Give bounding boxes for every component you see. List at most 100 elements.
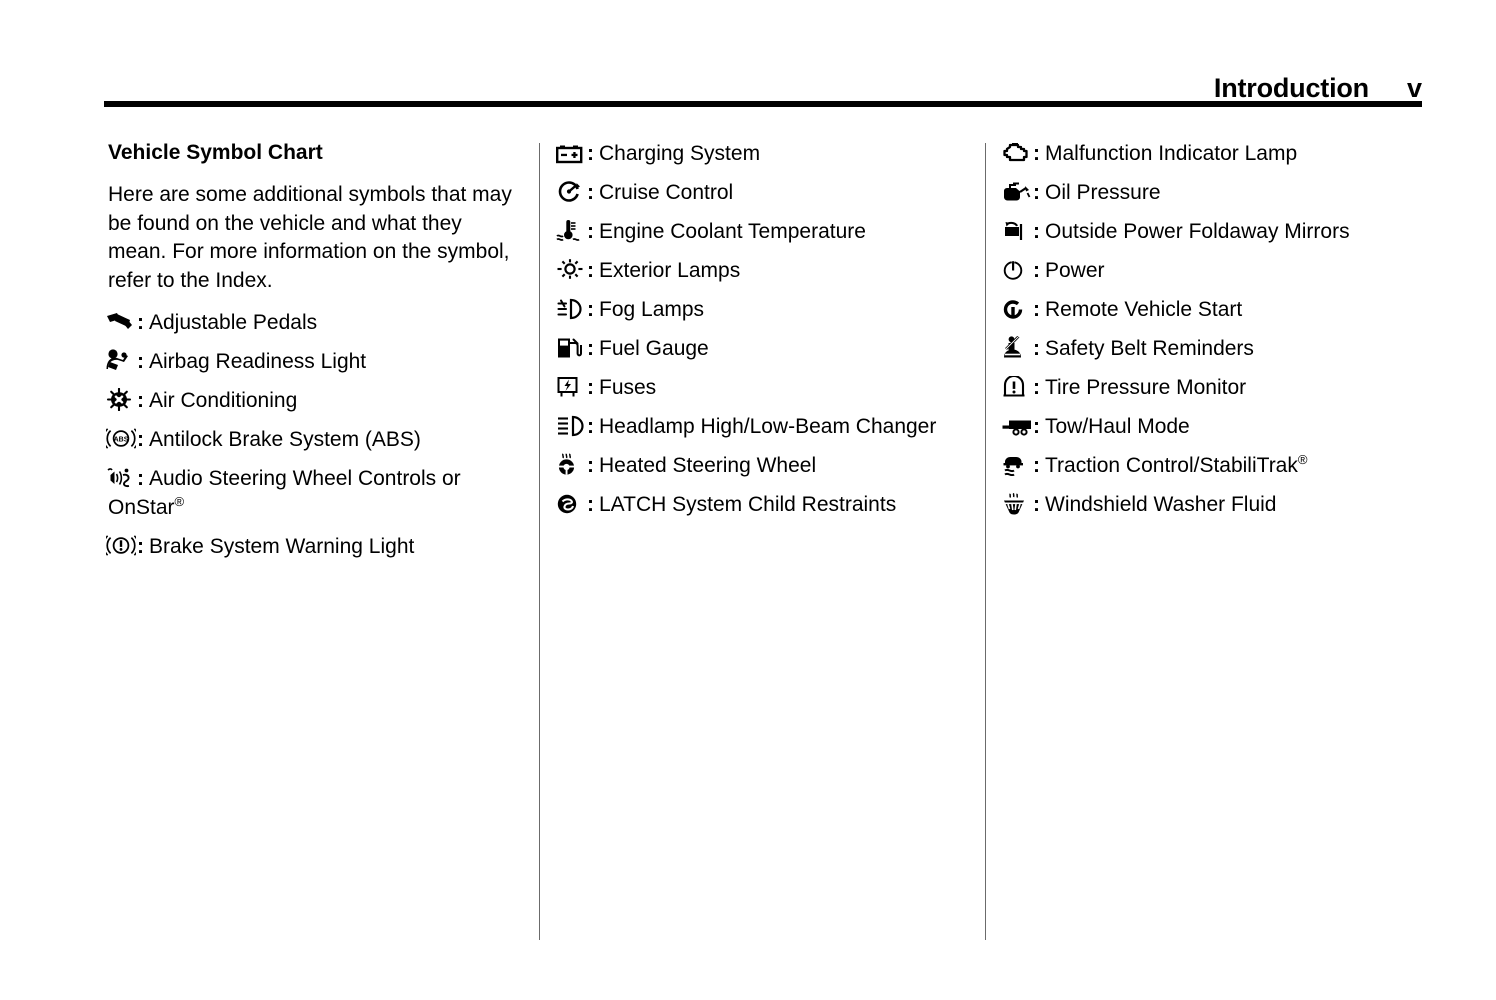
- entry-separator: :: [1033, 337, 1040, 360]
- symbol-entry: :Outside Power Foldaway Mirrors: [1004, 218, 1416, 247]
- symbol-label: Outside Power Foldaway Mirrors: [1045, 220, 1350, 243]
- symbol-label: Fuel Gauge: [599, 337, 709, 360]
- symbol-label: Brake System Warning Light: [149, 534, 415, 558]
- brake-system-warning-icon: [106, 533, 136, 556]
- entry-separator: :: [1033, 493, 1040, 516]
- engine-coolant-temperature-icon: [556, 218, 586, 241]
- symbol-label: Power: [1045, 259, 1105, 282]
- symbol-label: Air Conditioning: [149, 389, 298, 413]
- entry-separator: :: [587, 220, 594, 243]
- entry-separator: :: [1033, 142, 1040, 165]
- registered-mark: ®: [174, 493, 185, 509]
- symbol-entry: :Charging System: [556, 140, 968, 169]
- symbol-entry: ABS :Antilock Brake System (ABS): [106, 426, 520, 455]
- svg-text:ABS: ABS: [114, 437, 129, 444]
- entry-separator: :: [1033, 181, 1040, 204]
- entry-separator: :: [587, 376, 594, 399]
- symbol-label: Oil Pressure: [1045, 181, 1161, 204]
- entry-separator: :: [1033, 454, 1040, 477]
- symbol-label: Charging System: [599, 142, 761, 165]
- windshield-washer-fluid-icon: [1002, 491, 1032, 515]
- latch-child-restraints-icon: [556, 491, 586, 514]
- symbol-label: Tow/Haul Mode: [1045, 415, 1190, 438]
- symbol-label: Adjustable Pedals: [149, 311, 318, 335]
- symbol-label: Remote Vehicle Start: [1045, 298, 1243, 321]
- entry-separator: :: [137, 428, 144, 452]
- entry-separator: :: [1033, 220, 1040, 243]
- symbol-entry: :Brake System Warning Light: [106, 533, 520, 562]
- symbol-list-middle: :Charging System :Cruise Control: [556, 140, 968, 520]
- section-heading: Vehicle Symbol Chart: [108, 141, 323, 164]
- entry-separator: :: [137, 389, 144, 413]
- symbol-entry: :Traction Control/StabiliTrak®: [1002, 452, 1416, 481]
- entry-separator: :: [587, 259, 594, 282]
- column-divider-right: [985, 143, 986, 940]
- symbol-label: Fog Lamps: [599, 298, 705, 321]
- traction-control-icon: [1002, 452, 1032, 476]
- symbol-entry: :Headlamp High/Low-Beam Changer: [558, 413, 968, 442]
- symbol-entry: :Adjustable Pedals: [106, 309, 520, 338]
- section-intro: Here are some additional symbols that ma…: [108, 183, 512, 292]
- symbol-label: Fuses: [599, 376, 657, 399]
- entry-separator: :: [587, 298, 594, 321]
- column-divider-left: [539, 143, 540, 940]
- power-icon: [1002, 257, 1032, 280]
- tow-haul-mode-icon: [1002, 413, 1032, 436]
- symbol-label: LATCH System Child Restraints: [599, 493, 897, 516]
- symbol-entry: :Fog Lamps: [557, 296, 968, 325]
- symbol-entry: :Power: [1002, 257, 1416, 286]
- symbol-label: Safety Belt Reminders: [1045, 337, 1254, 360]
- entry-separator: :: [587, 493, 594, 516]
- charging-system-icon: [556, 140, 586, 164]
- symbol-entry: :Fuel Gauge: [558, 335, 968, 364]
- oil-pressure-icon: [1002, 179, 1032, 202]
- entry-separator: :: [587, 454, 594, 477]
- adjustable-pedals-icon: [106, 309, 136, 332]
- symbol-entry: :Windshield Washer Fluid: [1004, 491, 1416, 520]
- column-right: :Malfunction Indicator Lamp :Oil Pressur…: [1002, 140, 1416, 530]
- symbol-entry: :Airbag Readiness Light: [106, 348, 520, 377]
- symbol-entry: :LATCH System Child Restraints: [556, 491, 968, 520]
- symbol-entry: :Heated Steering Wheel: [558, 452, 968, 481]
- symbol-entry: :Safety Belt Reminders: [1004, 335, 1416, 364]
- symbol-entry: :Air Conditioning: [106, 387, 520, 416]
- symbol-label: Cruise Control: [599, 181, 734, 204]
- entry-separator: :: [1033, 298, 1040, 321]
- entry-separator: :: [1033, 415, 1040, 438]
- airbag-readiness-icon: [106, 348, 136, 371]
- symbol-label: Engine Coolant Temperature: [599, 220, 866, 243]
- tire-pressure-monitor-icon: [1002, 374, 1032, 397]
- symbol-label: Exterior Lamps: [599, 259, 741, 282]
- symbol-entry: :Audio Steering Wheel Controls or OnStar…: [107, 465, 520, 522]
- air-conditioning-icon: [106, 387, 136, 412]
- symbol-label: Antilock Brake System (ABS): [149, 428, 421, 452]
- symbol-entry: :Remote Vehicle Start: [1003, 296, 1416, 325]
- malfunction-indicator-lamp-icon: [1002, 140, 1032, 163]
- abs-icon: ABS: [106, 426, 136, 449]
- symbol-entry: :Cruise Control: [558, 179, 968, 208]
- page-number: v: [1406, 73, 1422, 103]
- symbol-entry: :Exterior Lamps: [557, 257, 968, 286]
- symbol-label: Malfunction Indicator Lamp: [1045, 142, 1298, 165]
- page-header: Introduction v: [104, 56, 1422, 102]
- entry-separator: :: [1033, 376, 1040, 399]
- entry-separator: :: [137, 534, 144, 558]
- entry-separator: :: [1033, 259, 1040, 282]
- entry-separator: :: [137, 311, 144, 335]
- symbol-entry: :Tow/Haul Mode: [1002, 413, 1416, 442]
- symbol-entry: :Engine Coolant Temperature: [556, 218, 968, 247]
- symbol-label: Audio Steering Wheel Controls or OnStar®: [108, 467, 461, 519]
- column-middle: :Charging System :Cruise Control: [556, 140, 968, 530]
- symbol-label: Airbag Readiness Light: [149, 350, 367, 374]
- header-rule: [104, 101, 1422, 107]
- symbol-list-right: :Malfunction Indicator Lamp :Oil Pressur…: [1002, 140, 1416, 520]
- entry-separator: :: [587, 337, 594, 360]
- entry-separator: :: [137, 350, 144, 374]
- symbol-list-left: :Adjustable Pedals :Airbag Readiness Lig…: [106, 309, 520, 562]
- column-left: Vehicle Symbol Chart Here are some addit…: [106, 140, 520, 572]
- symbol-entry: :Tire Pressure Monitor: [1002, 374, 1416, 403]
- entry-separator: :: [587, 181, 594, 204]
- symbol-entry: :Malfunction Indicator Lamp: [1002, 140, 1416, 169]
- fuel-gauge-icon: [556, 335, 586, 358]
